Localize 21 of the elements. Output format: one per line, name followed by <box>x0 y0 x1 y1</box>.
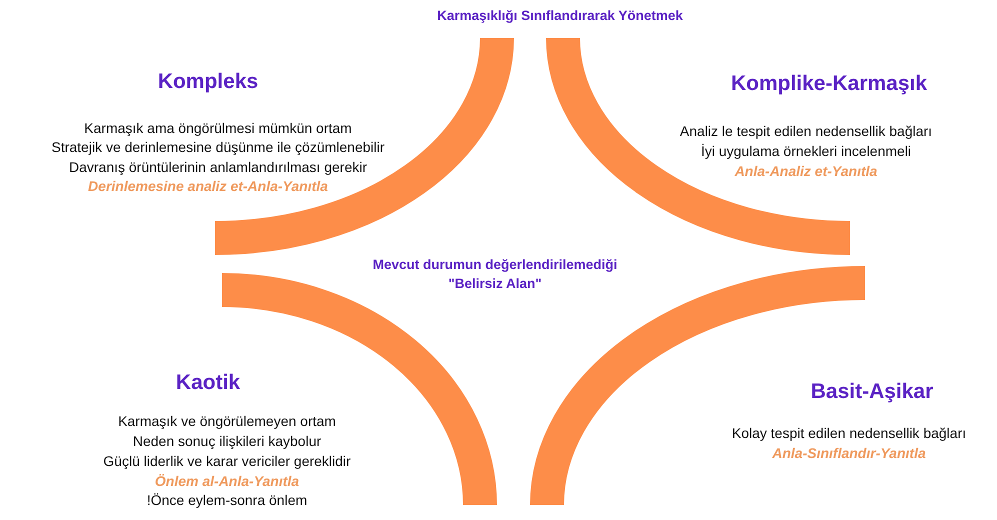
description-text: Analiz le tespit edilen nedensellik bağları <box>680 122 932 140</box>
description-text: !Önce eylem-sonra önlem <box>146 492 308 508</box>
description-text: Stratejik ve derinlemesine düşünme ile çözümlenebilir <box>51 138 385 156</box>
center-note: "Belirsiz Alan" <box>448 276 542 292</box>
title: Karmaşıklığı Sınıflandırarak Yönetmek <box>437 8 683 24</box>
description-text: Davranış örüntülerinin anlamlandırılması gerekir <box>68 158 368 176</box>
description-text: Güçlü liderlik ve karar vericiler gereklidir <box>103 452 351 470</box>
action-text: Derinlemesine analiz et-Anla-Yanıtla <box>88 178 328 194</box>
quadrant-heading: Basit-Aşikar <box>810 380 934 404</box>
action-text: Anla-Sınıflandır-Yanıtla <box>772 444 926 462</box>
quadrant-heading: Kompleks <box>158 70 258 94</box>
description-text: İyi uygulama örnekleri incelenmeli <box>700 142 912 160</box>
description-text: Karmaşık ve öngörülemeyen ortam <box>118 412 336 430</box>
action-text: Önlem al-Anla-Yanıtla <box>154 472 300 490</box>
description-text: Neden sonuç ilişkileri kaybolur <box>132 432 322 450</box>
description-text: Kolay tespit edilen nedensellik bağları <box>732 424 966 442</box>
quadrant-heading: Komplike-Karmaşık <box>730 72 928 96</box>
description-text: Karmaşık ama öngörülmesi mümkün ortam <box>84 120 352 136</box>
quadrant-heading: Kaotik <box>176 370 240 396</box>
action-text: Anla-Analiz et-Yanıtla <box>734 162 878 180</box>
center-note: Mevcut durumun değerlendirilemediği <box>372 257 618 273</box>
